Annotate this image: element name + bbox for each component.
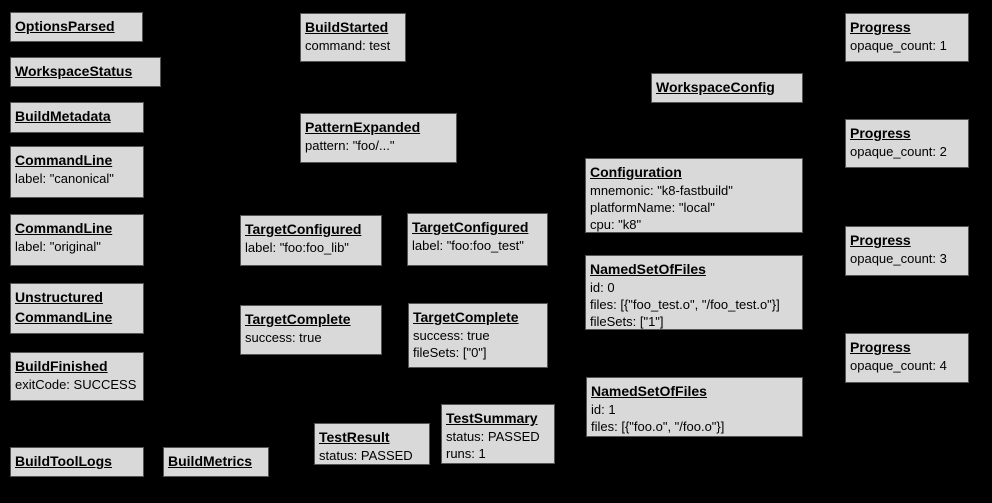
node-field: id: 0 [590,280,615,295]
node-field: label: "foo:foo_test" [412,238,524,253]
node-field: command: test [305,38,391,53]
node-progress-4: Progress opaque_count: 4 [845,333,969,383]
node-title: BuildStarted [305,19,389,35]
node-title: NamedSetOfFiles [590,261,706,277]
node-field: status: PASSED [319,448,413,463]
node-target-complete-foo-lib: TargetComplete success: true [240,305,382,355]
node-field: success: true [413,328,490,343]
node-field: status: PASSED [446,429,540,444]
node-title: WorkspaceConfig [656,79,775,95]
node-field: mnemonic: "k8-fastbuild" [590,183,733,198]
node-command-line-canonical: CommandLine label: "canonical" [10,146,144,198]
node-field: label: "canonical" [15,171,114,186]
node-field: files: [{"foo_test.o", "/foo_test.o"}] [590,297,780,312]
node-title: WorkspaceStatus [15,63,133,79]
node-target-configured-foo-lib: TargetConfigured label: "foo:foo_lib" [240,215,382,266]
node-title: BuildFinished [15,358,108,374]
node-configuration: Configuration mnemonic: "k8-fastbuild" p… [585,158,803,233]
node-field: runs: 1 [446,446,486,461]
node-build-tool-logs: BuildToolLogs [10,447,144,477]
node-title: CommandLine [15,220,113,236]
node-field: opaque_count: 1 [850,38,947,53]
node-field: cpu: "k8" [590,217,642,232]
node-test-summary: TestSummary status: PASSED runs: 1 [441,404,555,464]
node-field: success: true [245,330,322,345]
node-field: label: "original" [15,239,101,254]
node-field: opaque_count: 2 [850,144,947,159]
node-title: NamedSetOfFiles [591,383,707,399]
node-field: fileSets: ["1"] [590,314,664,329]
node-title: BuildToolLogs [15,453,112,469]
node-options-parsed: OptionsParsed [10,12,143,42]
node-title: BuildMetrics [168,453,253,469]
node-workspace-config: WorkspaceConfig [651,73,803,103]
node-named-set-of-files-0: NamedSetOfFiles id: 0 files: [{"foo_test… [585,255,803,330]
node-unstructured-command-line: Unstructured CommandLine [10,283,144,334]
node-title: Progress [850,19,911,35]
node-target-configured-foo-test: TargetConfigured label: "foo:foo_test" [407,213,548,266]
node-title: TargetConfigured [412,219,529,235]
node-title: TestResult [319,429,390,445]
node-title: TestSummary [446,410,538,426]
node-title: TargetComplete [413,309,519,325]
node-title: Progress [850,125,911,141]
node-title: BuildMetadata [15,108,111,124]
node-field: pattern: "foo/..." [305,138,395,153]
node-build-started: BuildStarted command: test [300,13,406,62]
node-title: Progress [850,339,911,355]
node-named-set-of-files-1: NamedSetOfFiles id: 1 files: [{"foo.o", … [586,377,803,437]
node-title: TargetConfigured [245,221,362,237]
node-title: CommandLine [15,152,113,168]
node-field: label: "foo:foo_lib" [245,240,349,255]
node-title: TargetComplete [245,311,351,327]
node-build-finished: BuildFinished exitCode: SUCCESS [10,352,144,401]
node-field: exitCode: SUCCESS [15,377,137,392]
node-build-metadata: BuildMetadata [10,102,144,133]
node-field: platformName: "local" [590,200,715,215]
node-progress-2: Progress opaque_count: 2 [845,119,969,168]
node-field: opaque_count: 3 [850,251,947,266]
node-title: Unstructured [15,289,103,305]
node-command-line-original: CommandLine label: "original" [10,214,144,266]
node-progress-3: Progress opaque_count: 3 [845,226,969,276]
node-field: files: [{"foo.o", "/foo.o"}] [591,419,725,434]
node-field: id: 1 [591,402,616,417]
node-title: PatternExpanded [305,119,421,135]
node-field: fileSets: ["0"] [413,345,487,360]
node-field: opaque_count: 4 [850,358,947,373]
node-target-complete-foo-test: TargetComplete success: true fileSets: [… [408,303,548,368]
node-build-metrics: BuildMetrics [163,447,269,477]
node-title: CommandLine [15,309,113,325]
node-test-result: TestResult status: PASSED [314,423,430,465]
node-title: Configuration [590,164,682,180]
node-title: Progress [850,232,911,248]
node-workspace-status: WorkspaceStatus [10,57,161,87]
node-title: OptionsParsed [15,18,115,34]
node-progress-1: Progress opaque_count: 1 [845,13,969,62]
node-pattern-expanded: PatternExpanded pattern: "foo/..." [300,113,457,163]
